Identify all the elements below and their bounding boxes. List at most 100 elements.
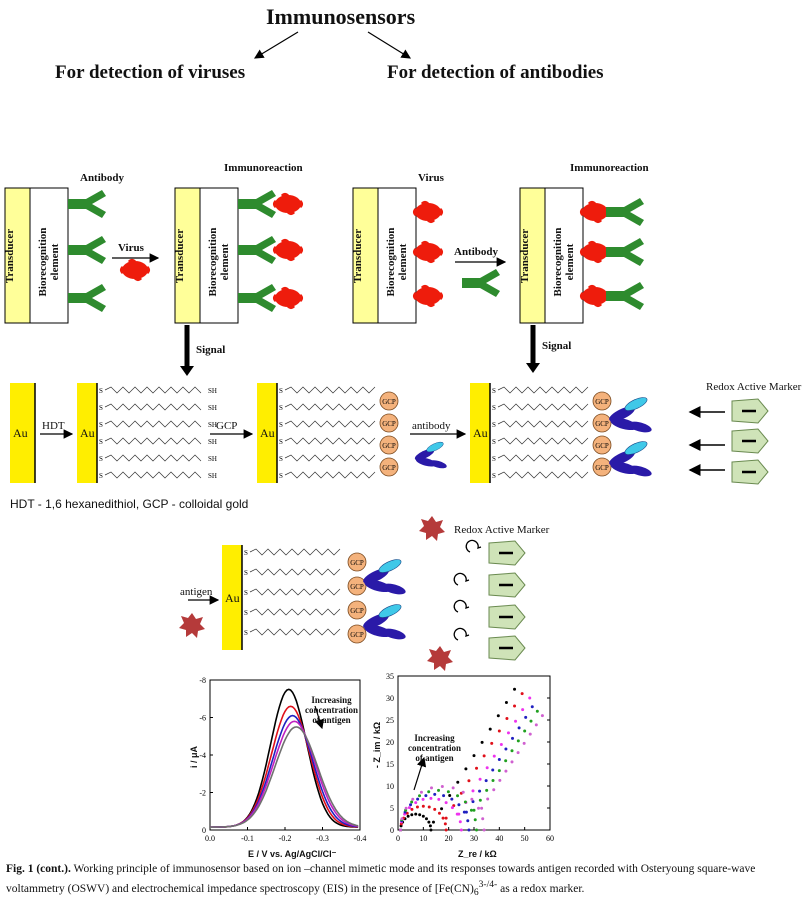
eis-ytick-label: 30 (386, 694, 394, 703)
eis-point (414, 812, 418, 816)
eis-point (485, 788, 489, 792)
eis-xtick-label: 10 (419, 834, 427, 843)
eis-point (498, 778, 502, 782)
eis-point (529, 719, 533, 723)
thiol-s-label: S (244, 609, 248, 617)
eis-point (477, 806, 481, 810)
oswv-ytick-label: -6 (199, 714, 206, 723)
hdt-chain (284, 454, 376, 462)
eis-annotation-line3: of antigen (415, 753, 454, 763)
eis-point (437, 788, 441, 792)
oswv-series-line (210, 720, 359, 828)
hdt-chain (249, 548, 341, 556)
eis-point (523, 729, 527, 733)
thiol-sh-label: SH (208, 455, 217, 463)
eis-point (510, 749, 514, 753)
eis-point (407, 806, 411, 810)
thiol-s-label: S (99, 421, 103, 429)
eis-point (429, 828, 433, 832)
au-label-3: Au (260, 426, 275, 440)
oswv-xtick-label: -0.4 (354, 834, 367, 843)
eis-point (485, 766, 489, 770)
antibody-arrow-label: Antibody (454, 246, 499, 258)
hdt-chain (104, 386, 202, 394)
thiol-s-label: S (279, 387, 283, 395)
eis-point (427, 805, 431, 809)
hdt-chain (249, 588, 341, 596)
eis-point (517, 726, 521, 730)
eis-point (469, 808, 473, 812)
eis-ytick-label: 20 (386, 738, 394, 747)
eis-annotation-line1: Increasing (414, 733, 455, 743)
eis-point (521, 708, 525, 712)
au-electrode-antigen (222, 545, 243, 650)
eis-point (513, 704, 517, 708)
eis-point (472, 754, 476, 758)
eis-point (478, 789, 482, 793)
eis-xtick-label: 50 (521, 834, 529, 843)
au-label-5: Au (225, 591, 240, 605)
eis-xtick-label: 60 (546, 834, 554, 843)
eis-point (471, 800, 475, 804)
hdt-chain (497, 454, 589, 462)
thiol-s-label: S (244, 549, 248, 557)
oswv-xtick-label: 0.0 (205, 834, 215, 843)
eis-point (520, 692, 524, 696)
eis-point (513, 687, 517, 691)
eis-ytick-label: 10 (386, 782, 394, 791)
virus-arrow-label: Virus (118, 242, 144, 254)
virus-sensor-after (174, 187, 303, 324)
eis-point (499, 742, 503, 746)
eis-point (471, 789, 475, 793)
eis-point (463, 800, 467, 804)
eis-point (504, 759, 508, 763)
hdt-label: HDT (42, 420, 65, 432)
oswv-ytick-label: -4 (199, 751, 206, 760)
eis-point (496, 714, 500, 718)
eis-point (414, 801, 418, 805)
thiol-s-label: S (492, 472, 496, 480)
thiol-s-label: S (99, 455, 103, 463)
virus-sensor-before (4, 187, 106, 324)
thiol-s-label: S (99, 387, 103, 395)
antibody-sensor-before (352, 187, 443, 324)
eis-point (467, 828, 471, 832)
eis-point (440, 807, 444, 811)
eis-point (486, 797, 490, 801)
eis-point (488, 727, 492, 731)
au-electrode-gcp (257, 383, 278, 483)
eis-point (440, 784, 444, 788)
eis-xlabel: Z_re / kΩ (458, 849, 497, 859)
hdt-chain (284, 403, 376, 411)
hdt-chain (284, 471, 376, 479)
eis-point (506, 731, 510, 735)
eis-xtick-label: 20 (445, 834, 453, 843)
eis-point (399, 828, 403, 832)
eis-point (424, 817, 428, 821)
eis-point (475, 828, 479, 832)
thiol-s-label: S (492, 438, 496, 446)
thiol-s-label: S (244, 629, 248, 637)
eis-point (456, 780, 460, 784)
oswv-xtick-label: -0.2 (279, 834, 292, 843)
hdt-chain (104, 454, 202, 462)
thiol-s-label: S (492, 387, 496, 395)
eis-point (464, 767, 468, 771)
eis-point (411, 797, 415, 801)
eis-point (457, 803, 461, 807)
hdt-chain (104, 420, 202, 428)
hdt-chain (497, 420, 589, 428)
biorecognition-label-2: Biorecognition element (207, 227, 231, 297)
transducer-label-4: Transducer (519, 228, 532, 284)
eis-point (421, 814, 425, 818)
eis-annotation: Increasing concentration of antigen (408, 733, 461, 763)
eis-point (450, 806, 454, 810)
eis-point (410, 807, 414, 811)
eis-point (511, 736, 515, 740)
eis-point (473, 818, 477, 822)
antibody-sensor-after (519, 187, 644, 324)
hdt-chain (284, 386, 376, 394)
eis-point (514, 719, 518, 723)
eis-xtick-label: 40 (495, 834, 503, 843)
